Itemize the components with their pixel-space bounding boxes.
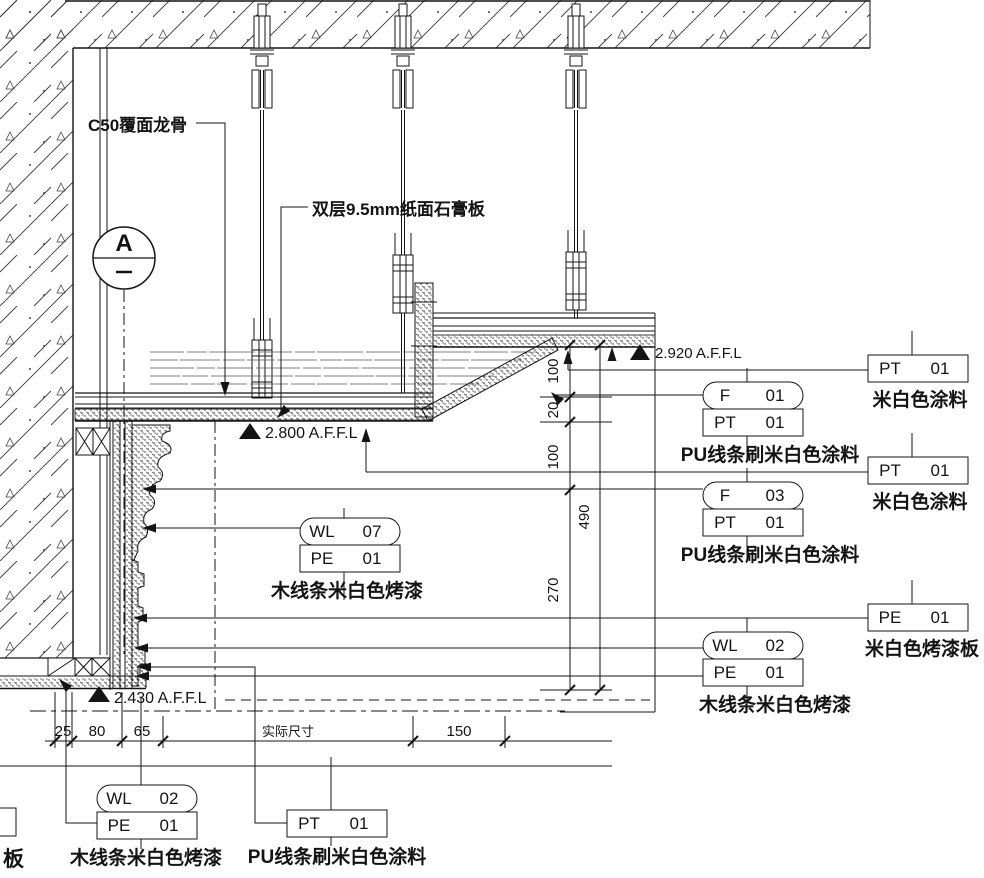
svg-text:PE: PE xyxy=(311,549,334,568)
datum-dashed-lines xyxy=(30,699,650,712)
wall-edge-blocking xyxy=(75,427,111,456)
caption-fragment: 板 xyxy=(3,848,25,871)
svg-text:PT: PT xyxy=(714,513,736,532)
svg-text:PT: PT xyxy=(879,461,901,480)
dim-150: 150 xyxy=(446,723,471,740)
edge-label-fragment: 板 xyxy=(0,807,25,871)
svg-text:PE: PE xyxy=(108,816,131,835)
svg-text:01: 01 xyxy=(766,413,785,432)
upper-ceiling-2920 xyxy=(432,312,656,348)
svg-text:01: 01 xyxy=(931,608,950,627)
level-marker-2430: 2.430 A.F.F.L xyxy=(88,686,207,707)
tag-pt01-top: PT 01 米白色涂料 xyxy=(867,354,969,411)
svg-text:WL: WL xyxy=(106,789,132,808)
svg-text:PE: PE xyxy=(714,663,737,682)
caption-paint-1: 米白色涂料 xyxy=(872,388,967,411)
lower-ceiling-2800 xyxy=(74,392,434,422)
tag-leaders xyxy=(55,331,913,849)
tag-pt01-mid: PT 01 米白色涂料 xyxy=(867,456,969,513)
svg-text:07: 07 xyxy=(363,522,382,541)
tag-pt01-bottom: PT 01 PU线条刷米白色涂料 xyxy=(248,809,426,868)
svg-text:PT: PT xyxy=(879,359,901,378)
dim-100b: 100 xyxy=(545,444,562,469)
callout-gypsum: 双层9.5mm纸面石膏板 xyxy=(312,199,486,219)
vertical-dimensions: 100 20 100 270 490 xyxy=(540,339,612,696)
caption-wood-1: 木线条米白色烤漆 xyxy=(698,693,851,716)
caption-wood-2: 木线条米白色烤漆 xyxy=(270,579,423,602)
svg-text:01: 01 xyxy=(766,663,785,682)
svg-text:PT: PT xyxy=(714,413,736,432)
dim-270: 270 xyxy=(545,577,562,602)
concrete-slab xyxy=(0,0,871,49)
svg-text:F: F xyxy=(720,386,730,405)
svg-text:01: 01 xyxy=(363,549,382,568)
bubble-letter: A xyxy=(115,230,132,257)
svg-text:02: 02 xyxy=(160,789,179,808)
caption-paint-2: 米白色涂料 xyxy=(872,490,967,513)
horizontal-dimensions: 25 80 65 实际尺寸 150 xyxy=(0,692,612,767)
dim-site-size: 实际尺寸 xyxy=(262,724,314,739)
svg-text:F: F xyxy=(720,486,730,505)
tag-f01-group: F 01 PT 01 PU线条刷米白色涂料 xyxy=(681,381,859,466)
tag-f03-group: F 03 PT 01 PU线条刷米白色涂料 xyxy=(681,481,859,566)
callout-c50: C50覆面龙骨 xyxy=(88,115,187,135)
svg-text:WL: WL xyxy=(712,636,738,655)
svg-text:01: 01 xyxy=(766,513,785,532)
level-text-2920: 2.920 A.F.F.L xyxy=(655,345,742,362)
section-cut-lines xyxy=(123,290,216,709)
svg-text:02: 02 xyxy=(766,636,785,655)
fascia-drop xyxy=(109,421,133,690)
level-text-2800: 2.800 A.F.F.L xyxy=(265,425,358,442)
dim-100a: 100 xyxy=(545,358,562,383)
svg-text:01: 01 xyxy=(766,386,785,405)
svg-text:03: 03 xyxy=(766,486,785,505)
svg-text:01: 01 xyxy=(931,359,950,378)
level-text-2430: 2.430 A.F.F.L xyxy=(114,690,207,707)
c50-leader xyxy=(196,122,230,396)
material-tags: PT 01 米白色涂料 F 01 PT 01 PU线条刷米白色涂料 PT 01 米白色涂… xyxy=(69,354,980,869)
hanger-rod-1 xyxy=(249,3,275,399)
caption-pu-1: PU线条刷米白色涂料 xyxy=(681,443,859,466)
svg-text:WL: WL xyxy=(309,522,335,541)
dim-490: 490 xyxy=(576,504,593,529)
hanger-rod-3 xyxy=(563,3,589,318)
svg-text:PT: PT xyxy=(298,814,320,833)
dim-25: 25 xyxy=(55,723,72,740)
svg-text:01: 01 xyxy=(350,814,369,833)
hanger-rod-2 xyxy=(390,3,416,393)
tag-wl07-group: WL 07 PE 01 木线条米白色烤漆 xyxy=(270,517,423,602)
cove-slope xyxy=(421,337,559,422)
svg-text:PE: PE xyxy=(879,608,902,627)
level-marker-2800: 2.800 A.F.F.L xyxy=(239,423,358,442)
caption-panel: 米白色烤漆板 xyxy=(865,637,980,660)
gypsum-leader xyxy=(273,206,308,422)
tag-pe01-right: PE 01 米白色烤漆板 xyxy=(865,603,980,660)
level-marker-2920: 2.920 A.F.F.L xyxy=(630,344,742,362)
dim-20: 20 xyxy=(545,402,562,419)
concrete-wall xyxy=(0,0,108,658)
detail-bubble: A xyxy=(92,226,156,290)
caption-pu-3: PU线条刷米白色涂料 xyxy=(248,845,426,868)
caption-wood-3: 木线条米白色烤漆 xyxy=(69,846,222,869)
svg-text:01: 01 xyxy=(160,816,179,835)
caption-pu-2: PU线条刷米白色涂料 xyxy=(681,543,859,566)
dim-80: 80 xyxy=(89,723,106,740)
tag-wl02-bottom-group: WL 02 PE 01 木线条米白色烤漆 xyxy=(69,784,222,869)
svg-text:01: 01 xyxy=(931,461,950,480)
bottom-shelf xyxy=(0,657,149,690)
dim-65: 65 xyxy=(134,723,151,740)
tag-wl02-right-group: WL 02 PE 01 木线条米白色烤漆 xyxy=(698,631,851,716)
cove-blocking-strip xyxy=(411,282,437,418)
